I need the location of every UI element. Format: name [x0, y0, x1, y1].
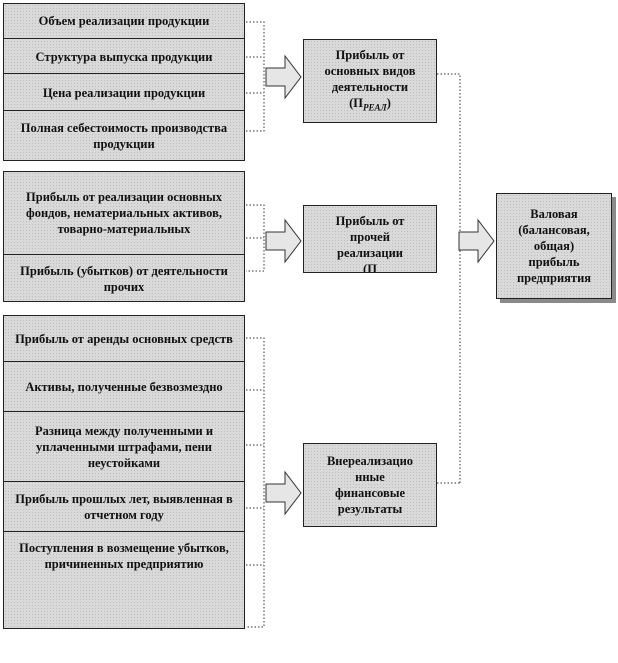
group3-result: Внереализацио нные финансовые результаты: [303, 443, 437, 527]
gross-profit-box: Валовая (балансовая, общая) прибыль пред…: [496, 193, 612, 299]
arrow-group3: [265, 470, 302, 516]
group1-item: Объем реализации продукции: [38, 14, 210, 28]
group2-result: Прибыль от прочей реализации (П: [303, 205, 437, 273]
group1-factors: Объем реализации продукции Структура вып…: [3, 3, 245, 161]
group2-item: Прибыль от реализации основных фондов, н…: [26, 190, 222, 236]
group3-item: Поступления в возмещение убытков, причин…: [4, 531, 244, 637]
group1-item: Полная себестоимость производства продук…: [4, 110, 244, 161]
group1-result: Прибыль от основных видов деятельности (…: [303, 39, 437, 123]
arrow-final: [458, 218, 495, 264]
group1-item: Цена реализации продукции: [4, 73, 244, 111]
group3-item: Прибыль от аренды основных средств: [15, 331, 233, 346]
arrow-group2: [265, 218, 302, 264]
arrow-group1: [265, 54, 302, 100]
group1-item: Структура выпуска продукции: [4, 38, 244, 74]
group2-item: Прибыль (убытков) от деятельности прочих: [4, 254, 244, 302]
group3-factors: Прибыль от аренды основных средств Актив…: [3, 315, 245, 629]
group3-item: Активы, полученные безвозмездно: [4, 361, 244, 412]
group3-item: Разница между полученными и уплаченными …: [4, 411, 244, 482]
group3-item: Прибыль прошлых лет, выявленная в отчетн…: [4, 481, 244, 532]
group2-factors: Прибыль от реализации основных фондов, н…: [3, 171, 245, 302]
